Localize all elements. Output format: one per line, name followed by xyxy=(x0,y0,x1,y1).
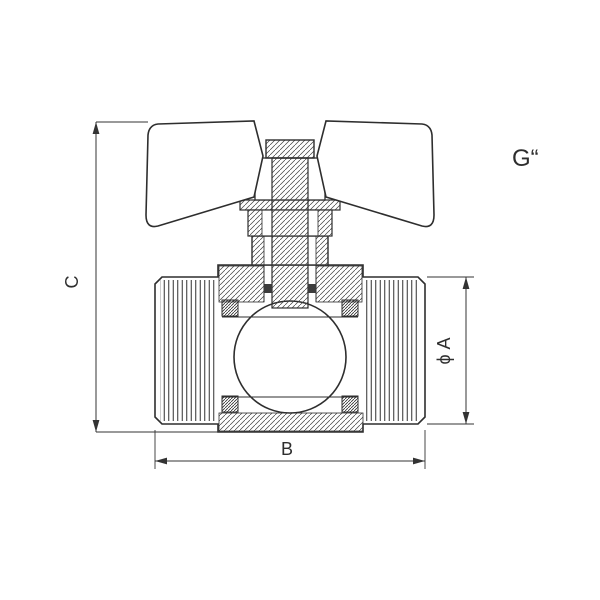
stem-nut xyxy=(265,139,315,159)
dim-label-height: C xyxy=(62,276,82,289)
seat-right-bottom xyxy=(341,395,359,413)
dim-label-width: B xyxy=(281,439,293,459)
gland-wall-right xyxy=(317,209,333,237)
valve-body xyxy=(154,264,426,433)
dimension-diameter-A: ϕ A xyxy=(427,276,474,425)
dim-label-diameter: ϕ A xyxy=(434,337,454,364)
bonnet-wall-left xyxy=(251,235,265,266)
handle-wing-right xyxy=(316,120,435,228)
thread-size-label: G“ xyxy=(512,145,539,172)
stem-oring-right xyxy=(308,284,316,293)
bonnet-wall-right xyxy=(315,235,329,266)
ball xyxy=(233,300,347,414)
body-wall-bottom xyxy=(218,412,364,432)
bonnet-and-stem xyxy=(239,139,341,309)
seat-right-top xyxy=(341,299,359,317)
body-wall-top-left xyxy=(218,265,265,303)
stem-oring-left xyxy=(264,284,272,293)
dimension-width-B: B xyxy=(154,430,426,469)
left-port-threads xyxy=(160,280,216,421)
seat-left-bottom xyxy=(221,395,239,413)
butterfly-handle xyxy=(145,120,435,228)
right-port-threads xyxy=(364,280,420,421)
handle-wing-left xyxy=(145,120,264,228)
dimension-height-C: C xyxy=(62,121,218,433)
body-wall-top-right xyxy=(315,265,363,303)
gland-wall-left xyxy=(247,209,263,237)
stem xyxy=(271,157,309,309)
seat-left-top xyxy=(221,299,239,317)
